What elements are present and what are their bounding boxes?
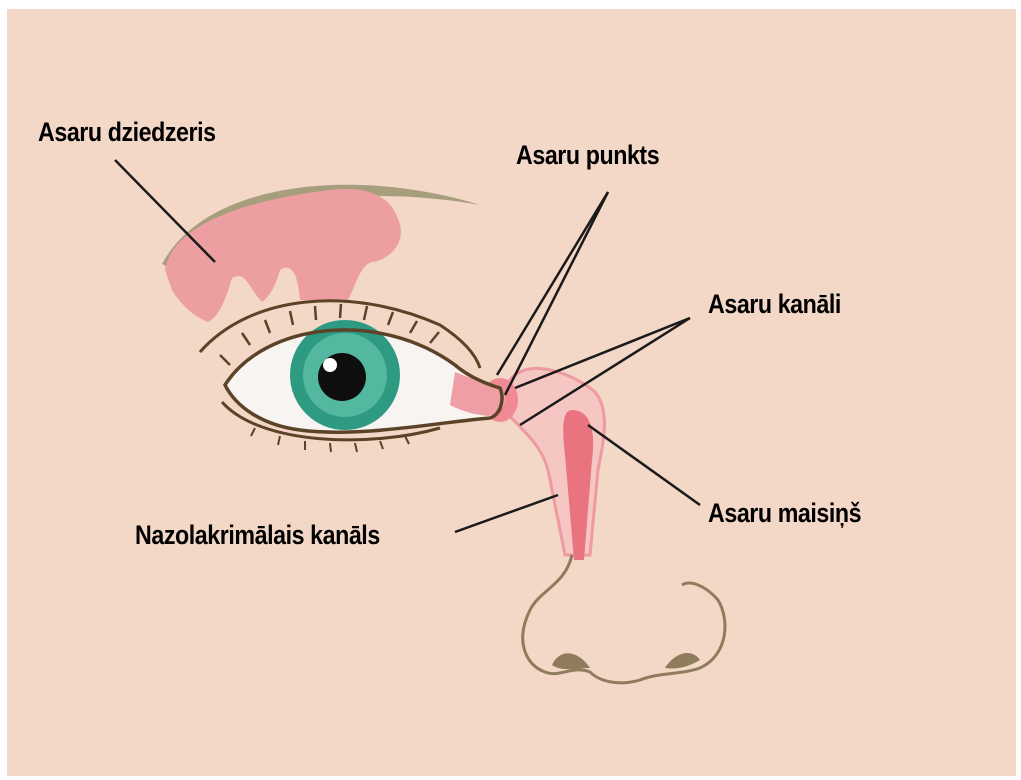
leader-punct-2 [505,192,608,395]
right-nostril [665,653,700,668]
leader-canal-1 [515,318,690,388]
left-nostril [552,653,590,669]
leader-sac [588,425,700,505]
leader-punct-1 [497,192,608,375]
label-lacrimal-punctum: Asaru punkts [516,140,659,171]
leader-duct [455,495,558,532]
label-lacrimal-sac: Asaru maisiņš [708,498,861,529]
label-lacrimal-gland: Asaru dziedzeris [38,117,216,148]
label-nasolacrimal-duct: Nazolakrimālais kanāls [135,520,380,551]
label-lacrimal-canaliculi: Asaru kanāli [708,289,841,320]
leader-gland [115,160,215,262]
